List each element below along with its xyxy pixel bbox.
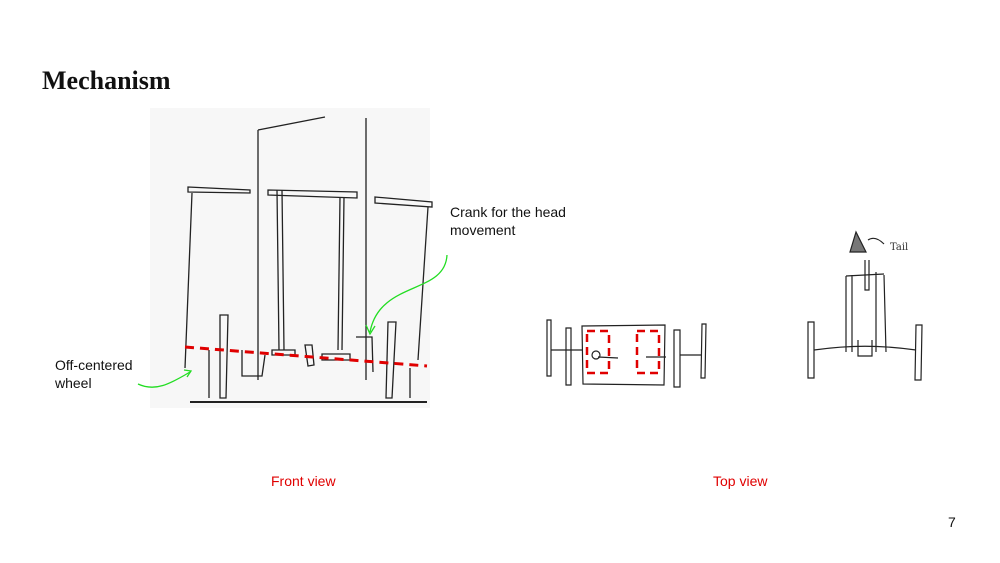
- crank-annotation: Crank for the head movement: [450, 204, 566, 238]
- tail-sketch-label: Tail: [890, 242, 908, 253]
- side-view-sketch: Tail: [807, 230, 923, 381]
- top-view-sketch: [546, 319, 707, 388]
- slide-title: Mechanism: [42, 66, 171, 95]
- front-view-caption: Front view: [271, 473, 336, 489]
- wheel-annotation: Off-centered wheel: [55, 357, 133, 391]
- top-view-caption: Top view: [713, 473, 768, 489]
- page-number: 7: [948, 514, 956, 530]
- front-view-sketch: [137, 108, 448, 408]
